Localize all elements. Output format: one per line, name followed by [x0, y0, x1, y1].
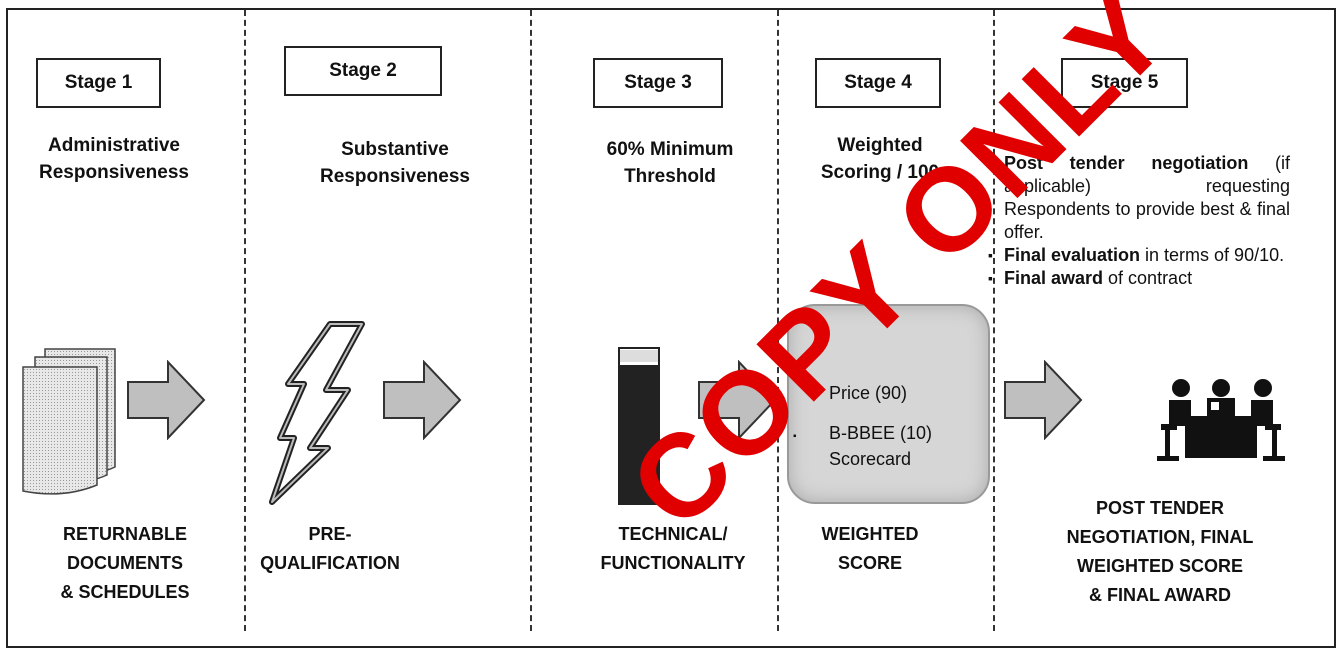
stage-1-box: Stage 1 — [36, 58, 161, 108]
bullet-final-award: Final award of contract — [988, 267, 1290, 290]
stage-3-heading: 60% Minimum Threshold — [606, 139, 734, 187]
bbbee-weight-label: B-BBEE (10) — [829, 423, 933, 443]
bullet-post-tender: Post tender negotiation (if applicable) … — [988, 152, 1290, 244]
stage-2-box: Stage 2 — [284, 46, 442, 96]
stage-4-box: Stage 4 — [815, 58, 941, 108]
stage-3-caption: TECHNICAL/ FUNCTIONALITY — [600, 524, 746, 573]
price-weight-label: Price (90) — [829, 383, 908, 403]
scorecard-label: Scorecard — [829, 449, 912, 469]
stage-divider-4 — [993, 10, 995, 631]
bullet-marker-icon: ▪ — [793, 431, 797, 442]
stage-3-box: Stage 3 — [593, 58, 723, 108]
stage-4-heading: Weighted Scoring / 100 — [820, 135, 940, 183]
arrow-right-icon — [698, 360, 777, 440]
stage-1-heading: Administrative Responsiveness — [39, 135, 189, 183]
bullet-final-evaluation: Final evaluation in terms of 90/10. — [988, 244, 1290, 267]
weighted-scoring-box: Price (90) ▪ B-BBEE (10) Scorecard — [787, 304, 990, 504]
arrow-right-icon — [1004, 360, 1083, 440]
stage-5-bullet-list: Post tender negotiation (if applicable) … — [988, 152, 1290, 290]
stage-2-caption: PRE- QUALIFICATION — [260, 524, 400, 573]
meeting-people-icon — [1157, 379, 1285, 461]
stage-divider-3 — [777, 10, 779, 631]
arrow-right-icon — [127, 360, 206, 440]
lightning-icon — [269, 321, 365, 505]
stage-4-caption: WEIGHTED SCORE — [821, 524, 919, 573]
evaluation-process-diagram: Stage 1 Stage 2 Stage 3 Stage 4 Stage 5 … — [0, 0, 1342, 631]
stage-1-caption: RETURNABLE DOCUMENTS & SCHEDULES — [60, 524, 190, 602]
stage-5-box: Stage 5 — [1061, 58, 1188, 108]
stage-divider-1 — [244, 10, 246, 631]
stage-2-heading: Substantive Responsiveness — [320, 139, 470, 187]
stage-divider-2 — [530, 10, 532, 631]
threshold-bar-icon — [618, 347, 660, 505]
stage-5-caption: POST TENDER NEGOTIATION, FINAL WEIGHTED … — [1066, 498, 1254, 605]
documents-icon — [22, 348, 116, 495]
arrow-right-icon — [383, 360, 462, 440]
